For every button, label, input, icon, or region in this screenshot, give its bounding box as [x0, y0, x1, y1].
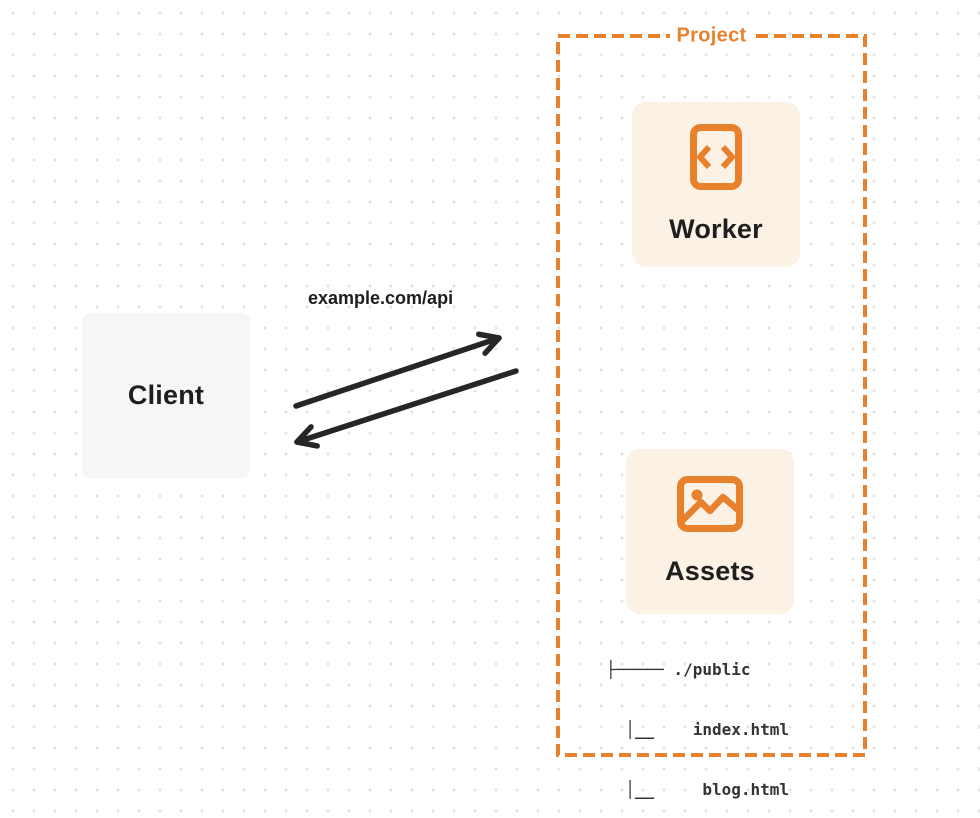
file-tree-root: ├───── ./public	[606, 660, 751, 679]
file-tree-item: │__ index.html	[606, 720, 790, 739]
project-label: Project	[669, 24, 754, 48]
request-url-label: example.com/api	[308, 288, 454, 308]
client-node: Client	[82, 313, 250, 478]
worker-label: Worker	[669, 214, 763, 244]
image-icon	[677, 476, 743, 532]
worker-node: Worker	[632, 102, 800, 267]
assets-node: Assets	[626, 449, 794, 614]
project-container: Project	[556, 24, 867, 757]
code-document-icon	[690, 124, 742, 190]
assets-label: Assets	[665, 556, 755, 586]
response-arrow	[294, 368, 519, 449]
file-tree-item: │__ blog.html	[606, 780, 790, 799]
request-arrow	[293, 331, 502, 409]
client-label: Client	[127, 380, 205, 410]
file-tree: ├───── ./public │__ index.html │__ blog.…	[606, 620, 789, 818]
